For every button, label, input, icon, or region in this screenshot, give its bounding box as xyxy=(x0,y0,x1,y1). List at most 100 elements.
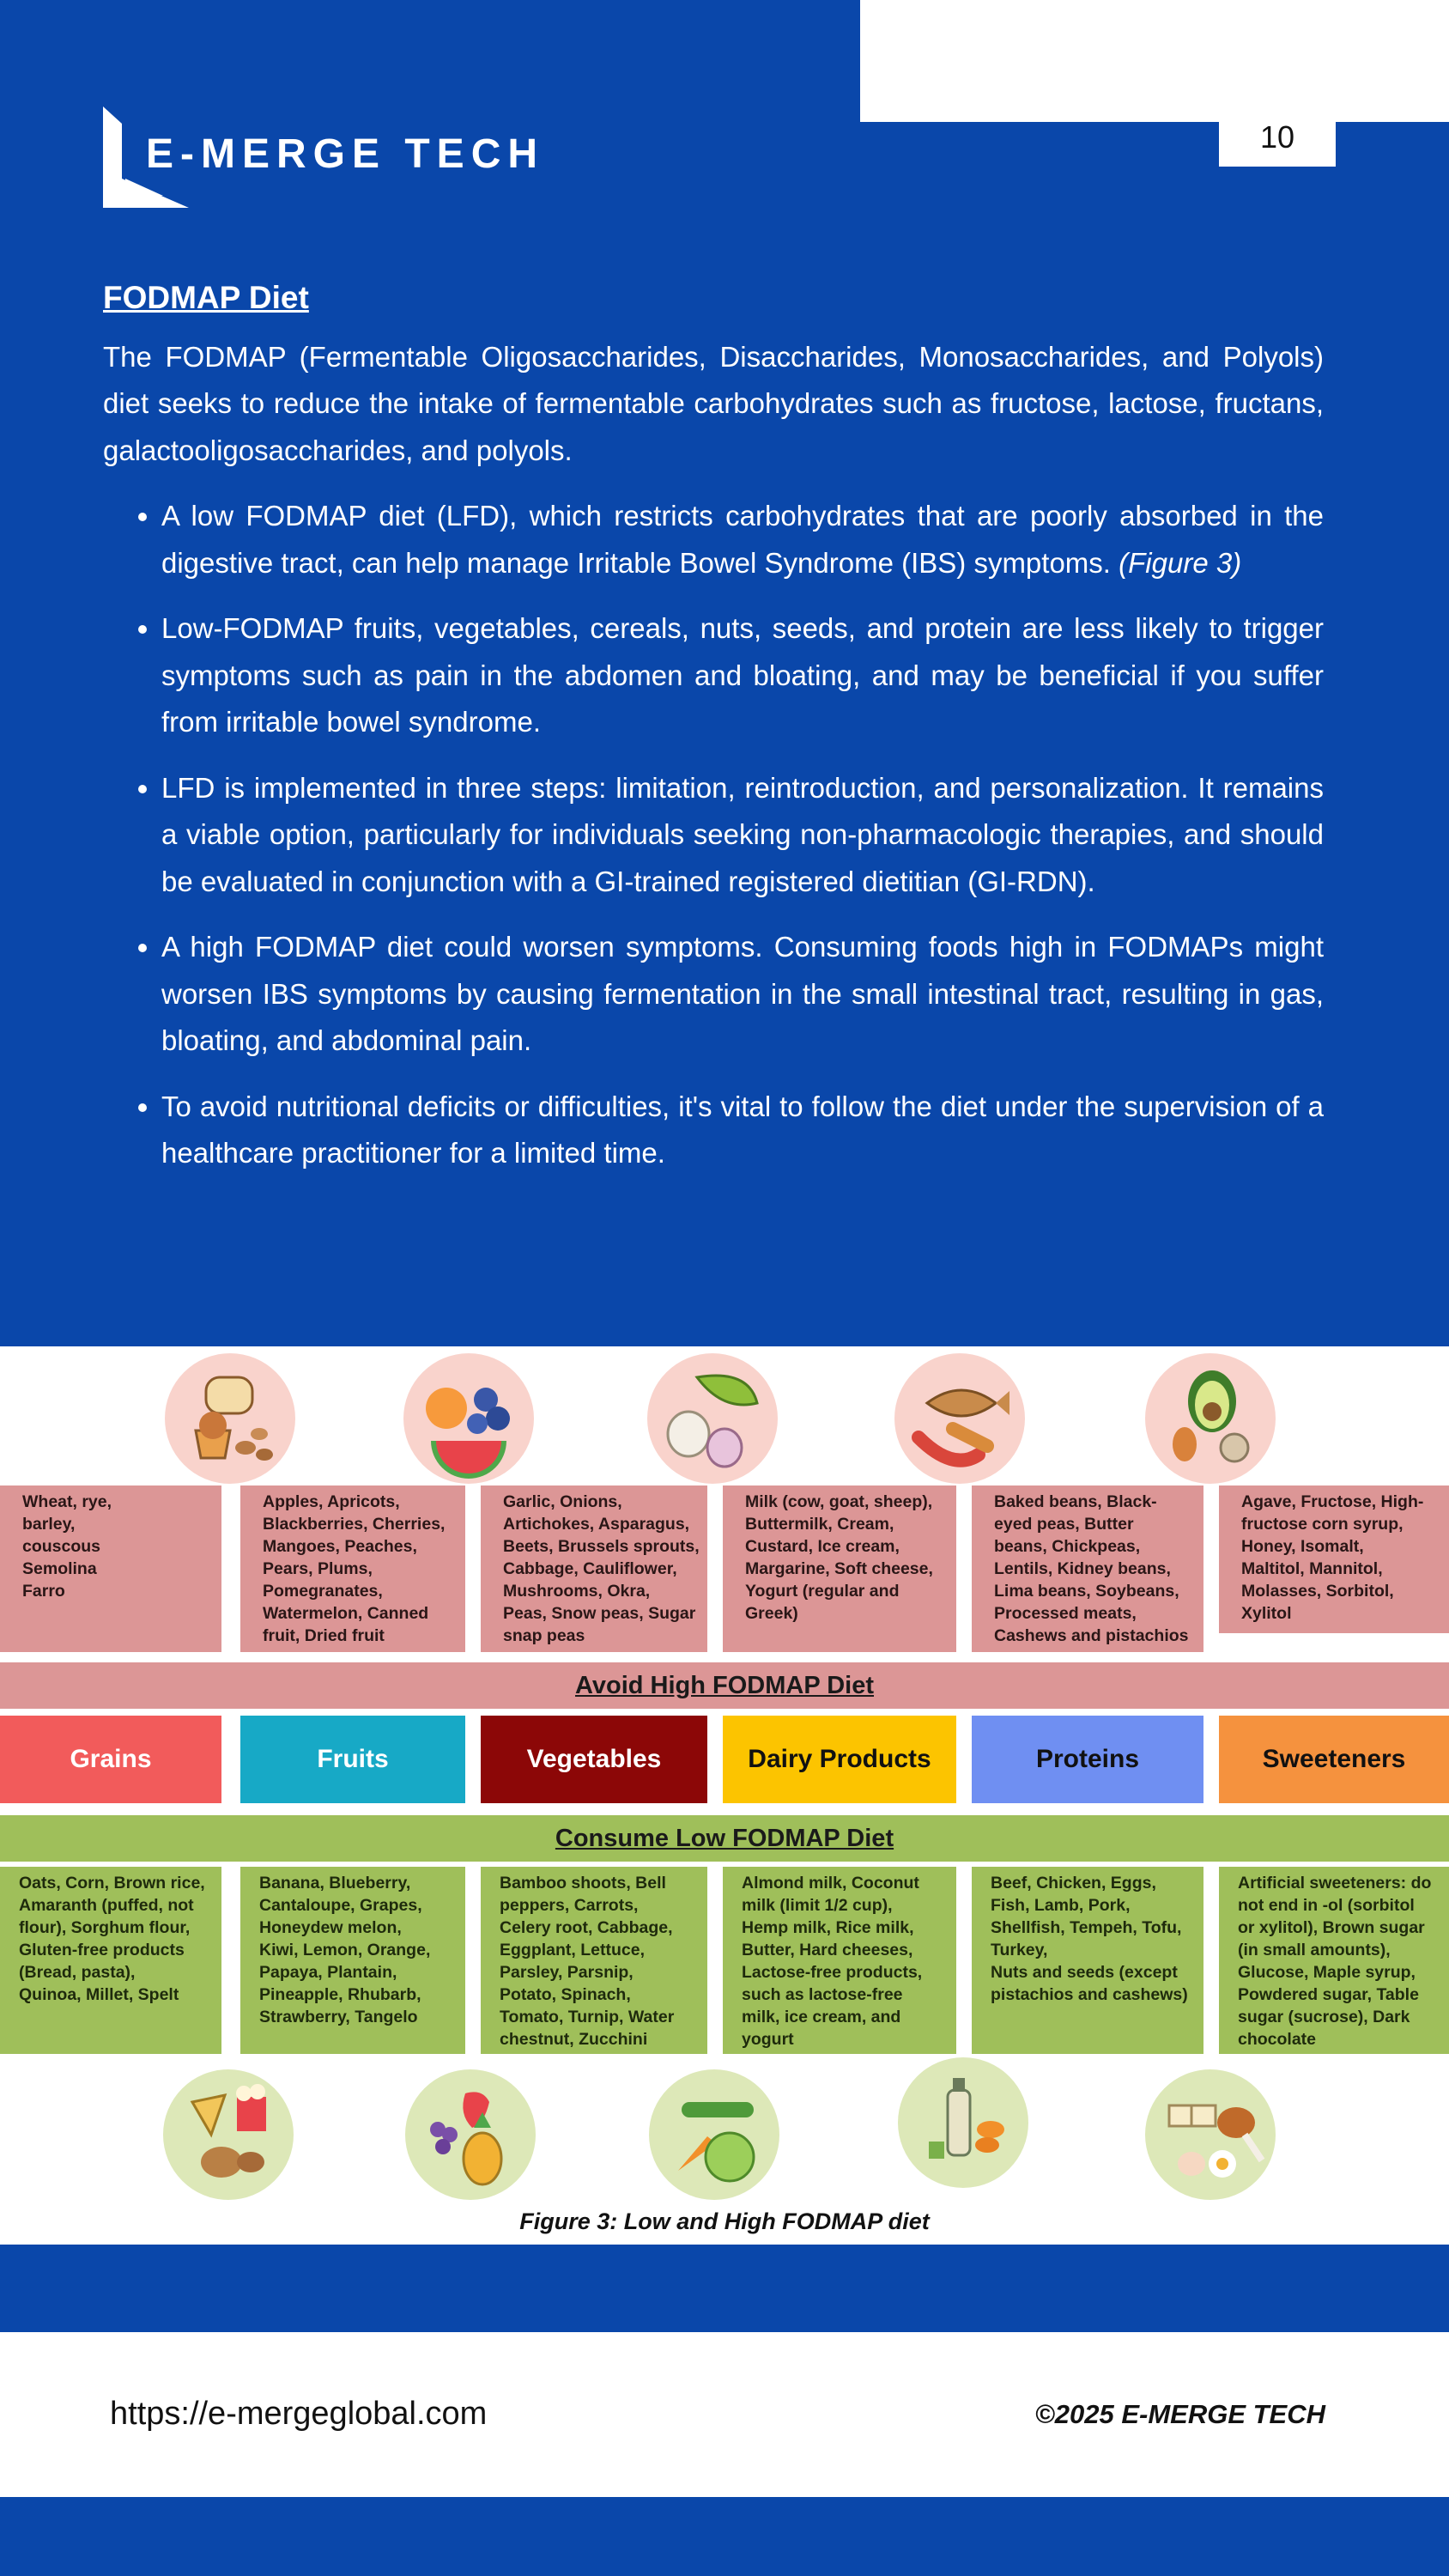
item-line: Semolina xyxy=(22,1559,97,1578)
strawberry-grapes-pineapple-icon xyxy=(403,2068,537,2202)
footer-bottom-band xyxy=(0,2497,1449,2576)
intro-paragraph: The FODMAP (Fermentable Oligosaccharides… xyxy=(103,340,1324,466)
garlic-peas-onion-icon xyxy=(646,1352,779,1485)
item-line: barley, xyxy=(22,1515,76,1534)
item-line: Peas, Snow peas, Sugar xyxy=(503,1604,696,1623)
item-line: flour), Sorghum flour, xyxy=(19,1918,191,1937)
item-line: Honeydew melon, xyxy=(259,1918,402,1937)
item-line: Cantaloupe, Grapes, xyxy=(259,1896,422,1915)
item-line: Shellfish, Tempeh, Tofu, xyxy=(991,1918,1182,1937)
high-fodmap-vegetables-box: Garlic, Onions, Artichokes, Asparagus, B… xyxy=(481,1485,707,1652)
header-background xyxy=(0,0,1449,1346)
item-line: Powdered sugar, Table xyxy=(1238,1985,1419,2004)
item-line: Greek) xyxy=(745,1604,798,1623)
item-line: Oats, Corn, Brown rice, xyxy=(19,1874,205,1893)
bullet-item: A high FODMAP diet could worsen symptoms… xyxy=(161,924,1324,1065)
item-line: Milk (cow, goat, sheep), xyxy=(745,1492,933,1511)
item-line: Quinoa, Millet, Spelt xyxy=(19,1985,179,2004)
item-line: Maltitol, Mannitol, xyxy=(1241,1559,1383,1578)
bullet-text: To avoid nutritional deficits or difficu… xyxy=(161,1090,1324,1170)
item-line: peppers, Carrots, xyxy=(500,1896,639,1915)
item-line: Mushrooms, Okra, xyxy=(503,1582,651,1601)
item-line: Papaya, Plantain, xyxy=(259,1963,397,1982)
bullet-item: Low-FODMAP fruits, vegetables, cereals, … xyxy=(161,605,1324,746)
item-line: or xylitol), Brown sugar xyxy=(1238,1918,1425,1937)
item-line: Watermelon, Canned xyxy=(263,1604,429,1623)
item-line: couscous xyxy=(22,1537,101,1556)
item-line: eyed peas, Butter xyxy=(994,1515,1134,1534)
item-line: Lactose-free products, xyxy=(742,1963,923,1982)
bottle-mushrooms-icon xyxy=(896,2056,1030,2190)
item-line: Nuts and seeds (except xyxy=(991,1963,1178,1982)
item-line: Buttermilk, Cream, xyxy=(745,1515,894,1534)
item-line: Garlic, Onions, xyxy=(503,1492,622,1511)
item-line: Tomato, Turnip, Water xyxy=(500,2008,675,2026)
footer-website-link[interactable]: https://e-mergeglobal.com xyxy=(110,2396,488,2432)
section-title: FODMAP Diet xyxy=(103,280,309,315)
item-line: (Bread, pasta), xyxy=(19,1963,136,1982)
item-line: Hemp milk, Rice milk, xyxy=(742,1918,914,1937)
brand-logo-icon xyxy=(103,106,189,208)
item-line: Agave, Fructose, High- xyxy=(1241,1492,1424,1511)
item-line: Mangoes, Peaches, xyxy=(263,1537,417,1556)
cucumber-carrot-cabbage-icon xyxy=(647,2068,781,2202)
category-vegetables: Vegetables xyxy=(481,1716,707,1803)
item-line: Baked beans, Black- xyxy=(994,1492,1157,1511)
item-line: Molasses, Sorbitol, xyxy=(1241,1582,1394,1601)
header-corner-panel xyxy=(860,0,1449,122)
item-line: Kiwi, Lemon, Orange, xyxy=(259,1941,431,1959)
item-line: Celery root, Cabbage, xyxy=(500,1918,673,1937)
low-fodmap-proteins-box: Beef, Chicken, Eggs, Fish, Lamb, Pork, S… xyxy=(972,1867,1203,2054)
category-sweeteners: Sweeteners xyxy=(1219,1716,1449,1803)
item-line: Pears, Plums, xyxy=(263,1559,373,1578)
item-line: milk (limit 1/2 cup), xyxy=(742,1896,893,1915)
item-line: Potato, Spinach, xyxy=(500,1985,631,2004)
high-fodmap-grains-box: Wheat, rye, barley, couscous Semolina Fa… xyxy=(0,1485,221,1652)
item-line: (in small amounts), xyxy=(1238,1941,1391,1959)
category-fruits: Fruits xyxy=(240,1716,465,1803)
item-line: Parsley, Parsnip, xyxy=(500,1963,634,1982)
low-fodmap-grains-box: Oats, Corn, Brown rice, Amaranth (puffed… xyxy=(0,1867,221,2054)
item-line: sugar (sucrose), Dark xyxy=(1238,2008,1410,2026)
item-line: fruit, Dried fruit xyxy=(263,1626,385,1645)
item-line: chestnut, Zucchini xyxy=(500,2030,648,2049)
bullet-text: A low FODMAP diet (LFD), which restricts… xyxy=(161,500,1324,579)
fodmap-figure: Wheat, rye, barley, couscous Semolina Fa… xyxy=(0,1346,1449,2245)
bullet-text: A high FODMAP diet could worsen symptoms… xyxy=(161,931,1324,1056)
item-line: Beef, Chicken, Eggs, xyxy=(991,1874,1156,1893)
item-line: Lima beans, Soybeans, xyxy=(994,1582,1179,1601)
bullet-text: Low-FODMAP fruits, vegetables, cereals, … xyxy=(161,612,1324,738)
figure-caption: Figure 3: Low and High FODMAP diet xyxy=(519,2208,930,2234)
item-line: Custard, Ice cream, xyxy=(745,1537,900,1556)
bullet-item: LFD is implemented in three steps: limit… xyxy=(161,765,1324,906)
item-line: fructose corn syrup, xyxy=(1241,1515,1404,1534)
item-line: Artichokes, Asparagus, xyxy=(503,1515,690,1534)
item-line: Xylitol xyxy=(1241,1604,1292,1623)
bullet-list: A low FODMAP diet (LFD), which restricts… xyxy=(103,493,1324,1177)
item-line: Artificial sweeteners: do xyxy=(1238,1874,1432,1893)
item-line: Cabbage, Cauliflower, xyxy=(503,1559,677,1578)
item-line: Banana, Blueberry, xyxy=(259,1874,411,1893)
bullet-item: A low FODMAP diet (LFD), which restricts… xyxy=(161,493,1324,586)
footer-divider-band xyxy=(0,2245,1449,2332)
item-line: not end in -ol (sorbitol xyxy=(1238,1896,1415,1915)
item-line: Turkey, xyxy=(991,1941,1048,1959)
page-number: 10 xyxy=(1219,108,1336,167)
fish-sausage-icon xyxy=(893,1352,1027,1485)
item-line: Cashews and pistachios xyxy=(994,1626,1189,1645)
high-fodmap-proteins-box: Baked beans, Black- eyed peas, Butter be… xyxy=(972,1485,1203,1652)
item-line: Eggplant, Lettuce, xyxy=(500,1941,646,1959)
item-line: such as lactose-free xyxy=(742,1985,903,2004)
category-proteins: Proteins xyxy=(972,1716,1203,1803)
category-grains: Grains xyxy=(0,1716,221,1803)
item-line: snap peas xyxy=(503,1626,585,1645)
bread-muffin-nuts-icon xyxy=(163,1352,297,1485)
item-line: beans, Chickpeas, xyxy=(994,1537,1141,1556)
footer-copyright: ©2025 E-MERGE TECH xyxy=(1034,2399,1325,2429)
low-fodmap-vegetables-box: Bamboo shoots, Bell peppers, Carrots, Ce… xyxy=(481,1867,707,2054)
item-line: Processed meats, xyxy=(994,1604,1137,1623)
figure-reference: (Figure 3) xyxy=(1119,546,1242,579)
low-fodmap-sweeteners-box: Artificial sweeteners: do not end in -ol… xyxy=(1219,1867,1449,2054)
high-fodmap-dairy-box: Milk (cow, goat, sheep), Buttermilk, Cre… xyxy=(723,1485,956,1652)
item-line: Margarine, Soft cheese, xyxy=(745,1559,933,1578)
